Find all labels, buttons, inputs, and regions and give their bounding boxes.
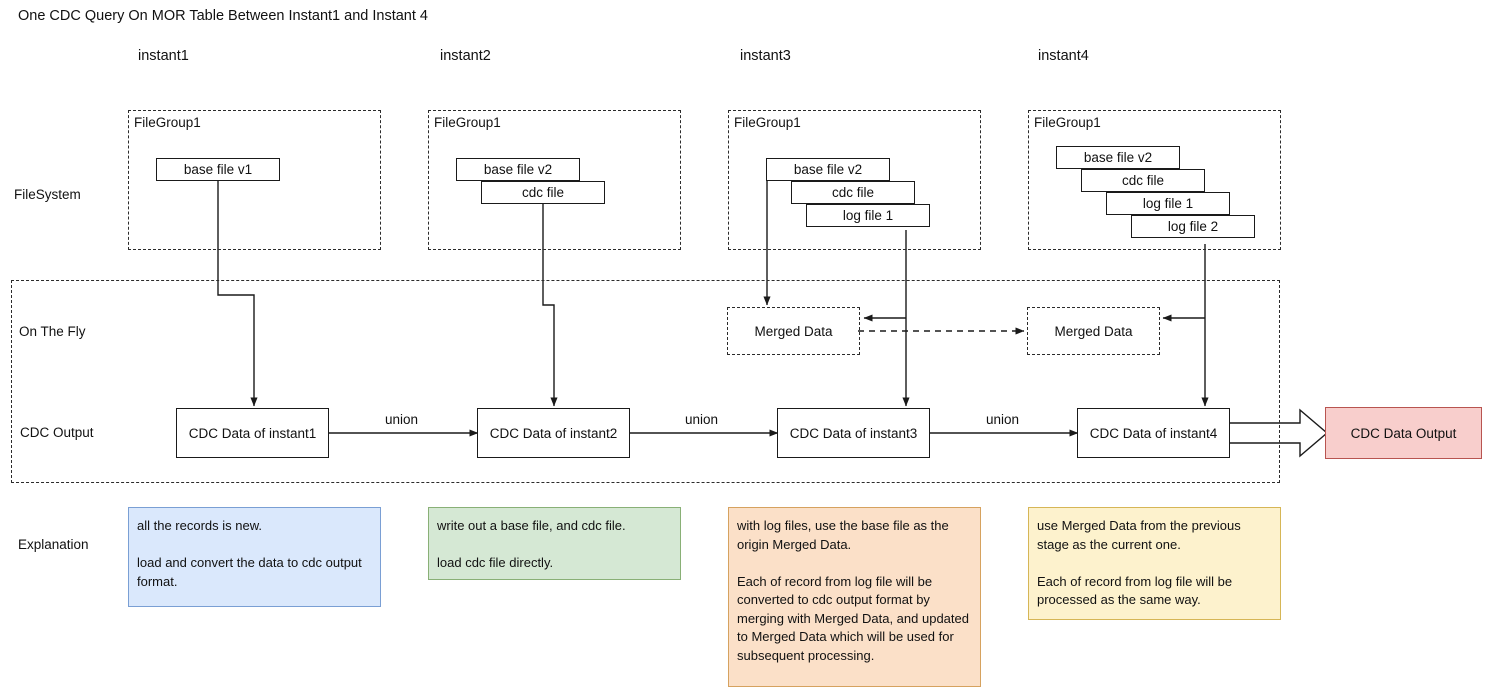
file-box-base-file-v1[interactable]: base file v1 <box>156 158 280 181</box>
filegroup-title: FileGroup1 <box>734 115 801 130</box>
column-label-instant4: instant4 <box>1038 48 1089 64</box>
file-box-log-file-1[interactable]: log file 1 <box>806 204 930 227</box>
cdc-data-box-instant1[interactable]: CDC Data of instant1 <box>176 408 329 458</box>
filegroup-instant3: FileGroup1 <box>728 110 981 250</box>
cdc-data-box-instant2[interactable]: CDC Data of instant2 <box>477 408 630 458</box>
cdc-data-output-box[interactable]: CDC Data Output <box>1325 407 1482 459</box>
file-box-cdc-file[interactable]: cdc file <box>791 181 915 204</box>
union-label-2: union <box>685 412 719 427</box>
row-label-explanation: Explanation <box>18 537 89 552</box>
row-label-cdc-output: CDC Output <box>20 425 94 440</box>
file-box-log-file-2[interactable]: log file 2 <box>1131 215 1255 238</box>
file-box-base-file-v2[interactable]: base file v2 <box>456 158 580 181</box>
merged-data-box-instant4[interactable]: Merged Data <box>1027 307 1160 355</box>
file-box-base-file-v2[interactable]: base file v2 <box>766 158 890 181</box>
union-label-1: union <box>385 412 419 427</box>
filegroup-instant4: FileGroup1 <box>1028 110 1281 250</box>
column-label-instant1: instant1 <box>138 48 189 64</box>
explanation-instant4: use Merged Data from the previous stage … <box>1028 507 1281 620</box>
page-title: One CDC Query On MOR Table Between Insta… <box>18 8 428 24</box>
filegroup-instant1: FileGroup1 <box>128 110 381 250</box>
merged-data-box-instant3[interactable]: Merged Data <box>727 307 860 355</box>
column-label-instant2: instant2 <box>440 48 491 64</box>
cdc-data-box-instant4[interactable]: CDC Data of instant4 <box>1077 408 1230 458</box>
column-label-instant3: instant3 <box>740 48 791 64</box>
explanation-instant3: with log files, use the base file as the… <box>728 507 981 687</box>
cdc-data-box-instant3[interactable]: CDC Data of instant3 <box>777 408 930 458</box>
file-box-base-file-v2[interactable]: base file v2 <box>1056 146 1180 169</box>
explanation-instant2: write out a base file, and cdc file. loa… <box>428 507 681 580</box>
on-the-fly-cdc-output-container <box>11 280 1280 483</box>
union-label-3: union <box>986 412 1020 427</box>
explanation-instant1: all the records is new. load and convert… <box>128 507 381 607</box>
filegroup-title: FileGroup1 <box>1034 115 1101 130</box>
file-box-log-file-1[interactable]: log file 1 <box>1106 192 1230 215</box>
filegroup-title: FileGroup1 <box>434 115 501 130</box>
file-box-cdc-file[interactable]: cdc file <box>1081 169 1205 192</box>
filegroup-title: FileGroup1 <box>134 115 201 130</box>
file-box-cdc-file[interactable]: cdc file <box>481 181 605 204</box>
filegroup-instant2: FileGroup1 <box>428 110 681 250</box>
row-label-filesystem: FileSystem <box>14 187 81 202</box>
row-label-on-the-fly: On The Fly <box>19 324 86 339</box>
